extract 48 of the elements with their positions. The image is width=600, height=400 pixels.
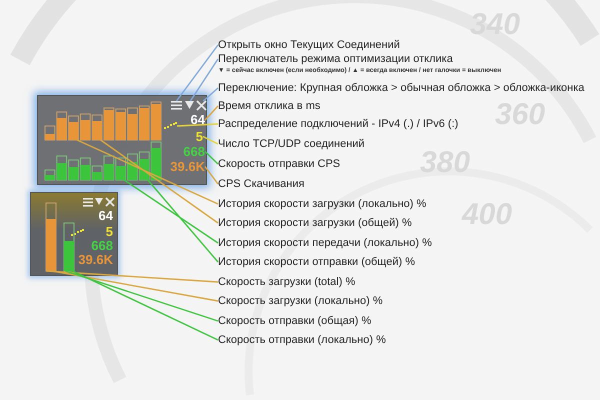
value-text: 668 — [91, 239, 113, 252]
leader-line — [204, 106, 219, 121]
value-text: 39.6K — [78, 253, 113, 266]
callout-text: Время отклика в ms — [218, 99, 320, 113]
widget-panel — [37, 95, 207, 185]
callout-text: История скорости загрузки (общей) % — [218, 216, 412, 230]
callout-text: Скорость загрузки (локально) % — [218, 294, 383, 308]
callout-text: Переключатель режима оптимизации отклика — [218, 52, 454, 66]
value-text: 39.6K — [160, 160, 205, 173]
callout-text: Скорость отправки (локально) % — [218, 333, 386, 347]
level-bar — [45, 219, 57, 271]
callout-text: История скорости загрузки (локально) % — [218, 197, 426, 211]
leader-line — [176, 123, 218, 127]
callout-text: Число TCP/UDP соединений — [218, 137, 365, 151]
leader-line — [202, 87, 218, 102]
callout-text: Открыть окно Текущих Соединений — [218, 38, 400, 52]
value-text: 5 — [106, 225, 113, 238]
widget-panel — [30, 192, 118, 276]
bar-series — [44, 148, 162, 180]
value-text: 668 — [173, 145, 205, 158]
callout-text: Скорость отправки CPS — [218, 157, 340, 171]
callout-text: История скорости передачи (локально) % — [218, 236, 432, 250]
leader-line — [176, 44, 219, 102]
leader-line — [204, 166, 219, 184]
value-text: 5 — [193, 130, 203, 143]
leader-line — [52, 270, 218, 302]
leader-line — [202, 136, 218, 145]
callout-text: Скорость отправки (общая) % — [218, 314, 372, 328]
callout-text: Переключение: Крупная обложка > обычная обложка > обложка-иконка — [218, 81, 584, 95]
leader-line — [72, 270, 218, 341]
leader-line — [190, 58, 219, 102]
callout-text: Скорость загрузки (total) % — [218, 275, 356, 289]
leader-line — [65, 270, 218, 322]
level-bar-outline — [63, 223, 75, 271]
value-text: 64 — [178, 113, 205, 126]
level-bar — [63, 241, 75, 271]
leader-line — [147, 180, 219, 262]
leader-line — [124, 179, 218, 244]
leader-line — [100, 139, 218, 224]
callout-text: История скорости отправки (общей) % — [218, 255, 415, 269]
bar-outline-series — [44, 142, 162, 180]
value-text: 64 — [98, 209, 113, 222]
leader-line — [46, 270, 218, 283]
leader-line — [204, 151, 218, 164]
leader-line — [76, 139, 218, 205]
callout-text: CPS Скачивания — [218, 177, 304, 191]
level-bar-outline — [45, 203, 57, 271]
callout-text: Распределение подключений - IPv4 (.) / IPv6 (:) — [218, 117, 458, 131]
